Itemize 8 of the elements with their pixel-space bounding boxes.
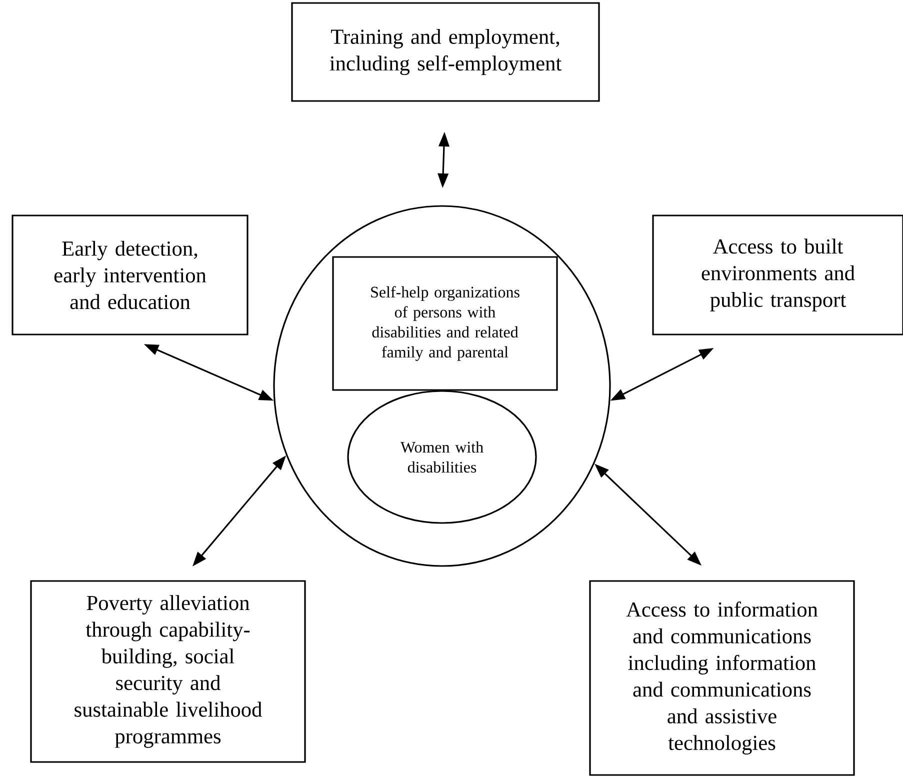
text-box: Early detection, early intervention and education <box>12 214 248 336</box>
text-box: Access to built environments and public transport <box>652 214 903 336</box>
large-oval <box>273 205 611 567</box>
text-box: Access to information and communications including information and communications and assistive technologies <box>589 580 855 776</box>
text-box: Poverty alleviation through capability-building, social security and sustainable livelihood programmes <box>30 580 306 763</box>
text-box: Self-help organizations of persons with disabilities and related family and parental <box>332 256 558 391</box>
oval-label: Women with disabilities <box>347 390 537 524</box>
text-box: Training and employment, including self-employment <box>291 2 600 102</box>
